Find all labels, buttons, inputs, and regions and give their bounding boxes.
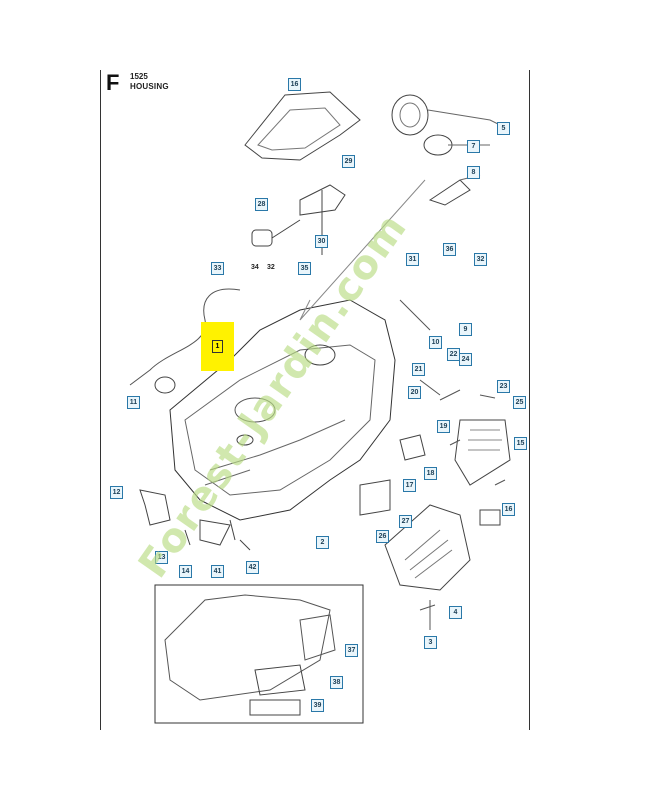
callout-29: 29 bbox=[342, 155, 355, 168]
callout-39: 39 bbox=[311, 699, 324, 712]
callout-25: 25 bbox=[513, 396, 526, 409]
drawing-frame bbox=[100, 70, 530, 730]
callout-15: 15 bbox=[514, 437, 527, 450]
callout-36: 36 bbox=[443, 243, 456, 256]
callout-19: 19 bbox=[437, 420, 450, 433]
callout-8: 8 bbox=[467, 166, 480, 179]
callout-42: 42 bbox=[246, 561, 259, 574]
callout-33: 33 bbox=[211, 262, 224, 275]
highlighted-part-number: 1 bbox=[212, 340, 223, 353]
callout-26: 26 bbox=[376, 530, 389, 543]
callout-31: 31 bbox=[406, 253, 419, 266]
callout-3: 3 bbox=[424, 636, 437, 649]
figure-number: 1525 bbox=[130, 72, 148, 81]
callout-11: 11 bbox=[127, 396, 140, 409]
callout-23: 23 bbox=[497, 380, 510, 393]
callout-20: 20 bbox=[408, 386, 421, 399]
callout-4: 4 bbox=[449, 606, 462, 619]
callout-14: 14 bbox=[179, 565, 192, 578]
figure-title: HOUSING bbox=[130, 82, 169, 91]
callout-35: 35 bbox=[298, 262, 311, 275]
callout-9: 9 bbox=[459, 323, 472, 336]
callout-38: 38 bbox=[330, 676, 343, 689]
callout-16-top: 16 bbox=[288, 78, 301, 91]
callout-7: 7 bbox=[467, 140, 480, 153]
callout-16-right: 16 bbox=[502, 503, 515, 516]
callout-41: 41 bbox=[211, 565, 224, 578]
section-letter: F bbox=[106, 70, 120, 95]
callout-24: 24 bbox=[459, 353, 472, 366]
callout-18: 18 bbox=[424, 467, 437, 480]
label-32: 32 bbox=[267, 264, 275, 271]
callout-27: 27 bbox=[399, 515, 412, 528]
callout-5: 5 bbox=[497, 122, 510, 135]
callout-28: 28 bbox=[255, 198, 268, 211]
callout-32-right: 32 bbox=[474, 253, 487, 266]
callout-17: 17 bbox=[403, 479, 416, 492]
callout-2: 2 bbox=[316, 536, 329, 549]
label-34: 34 bbox=[251, 264, 259, 271]
callout-12: 12 bbox=[110, 486, 123, 499]
callout-13: 13 bbox=[155, 551, 168, 564]
callout-21: 21 bbox=[412, 363, 425, 376]
callout-37: 37 bbox=[345, 644, 358, 657]
callout-30: 30 bbox=[315, 235, 328, 248]
callout-10: 10 bbox=[429, 336, 442, 349]
